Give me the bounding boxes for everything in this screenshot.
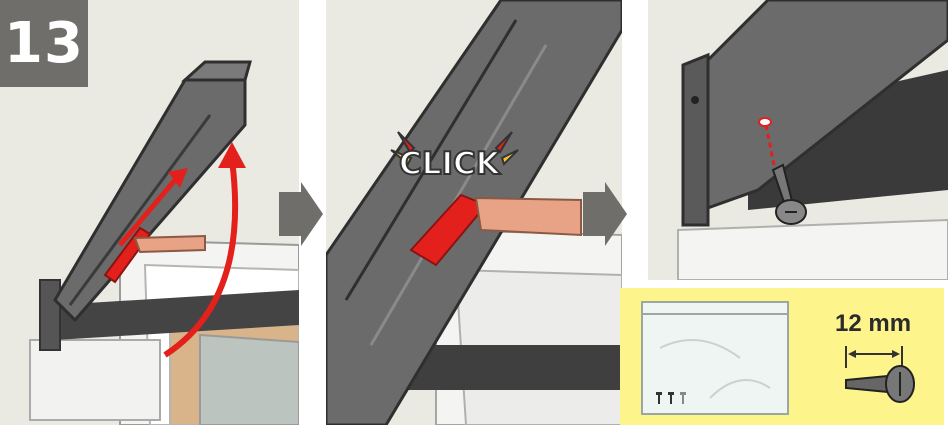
step-number-badge: 13 [0, 0, 88, 87]
step-panel-3 [648, 0, 948, 280]
next-step-arrow [583, 182, 627, 246]
next-step-arrow [279, 182, 323, 246]
screw-length-label: 12 mm [835, 310, 911, 338]
screw-bag-illustration [620, 288, 944, 425]
illustration-click-clip [326, 0, 622, 425]
step-panel-2: CLICK [326, 0, 622, 425]
step-panel-1: 13 [0, 0, 299, 425]
illustration-screw-fix [648, 0, 948, 280]
parts-note-panel: 12 mm [620, 288, 944, 425]
click-sound-label: CLICK [399, 146, 500, 182]
